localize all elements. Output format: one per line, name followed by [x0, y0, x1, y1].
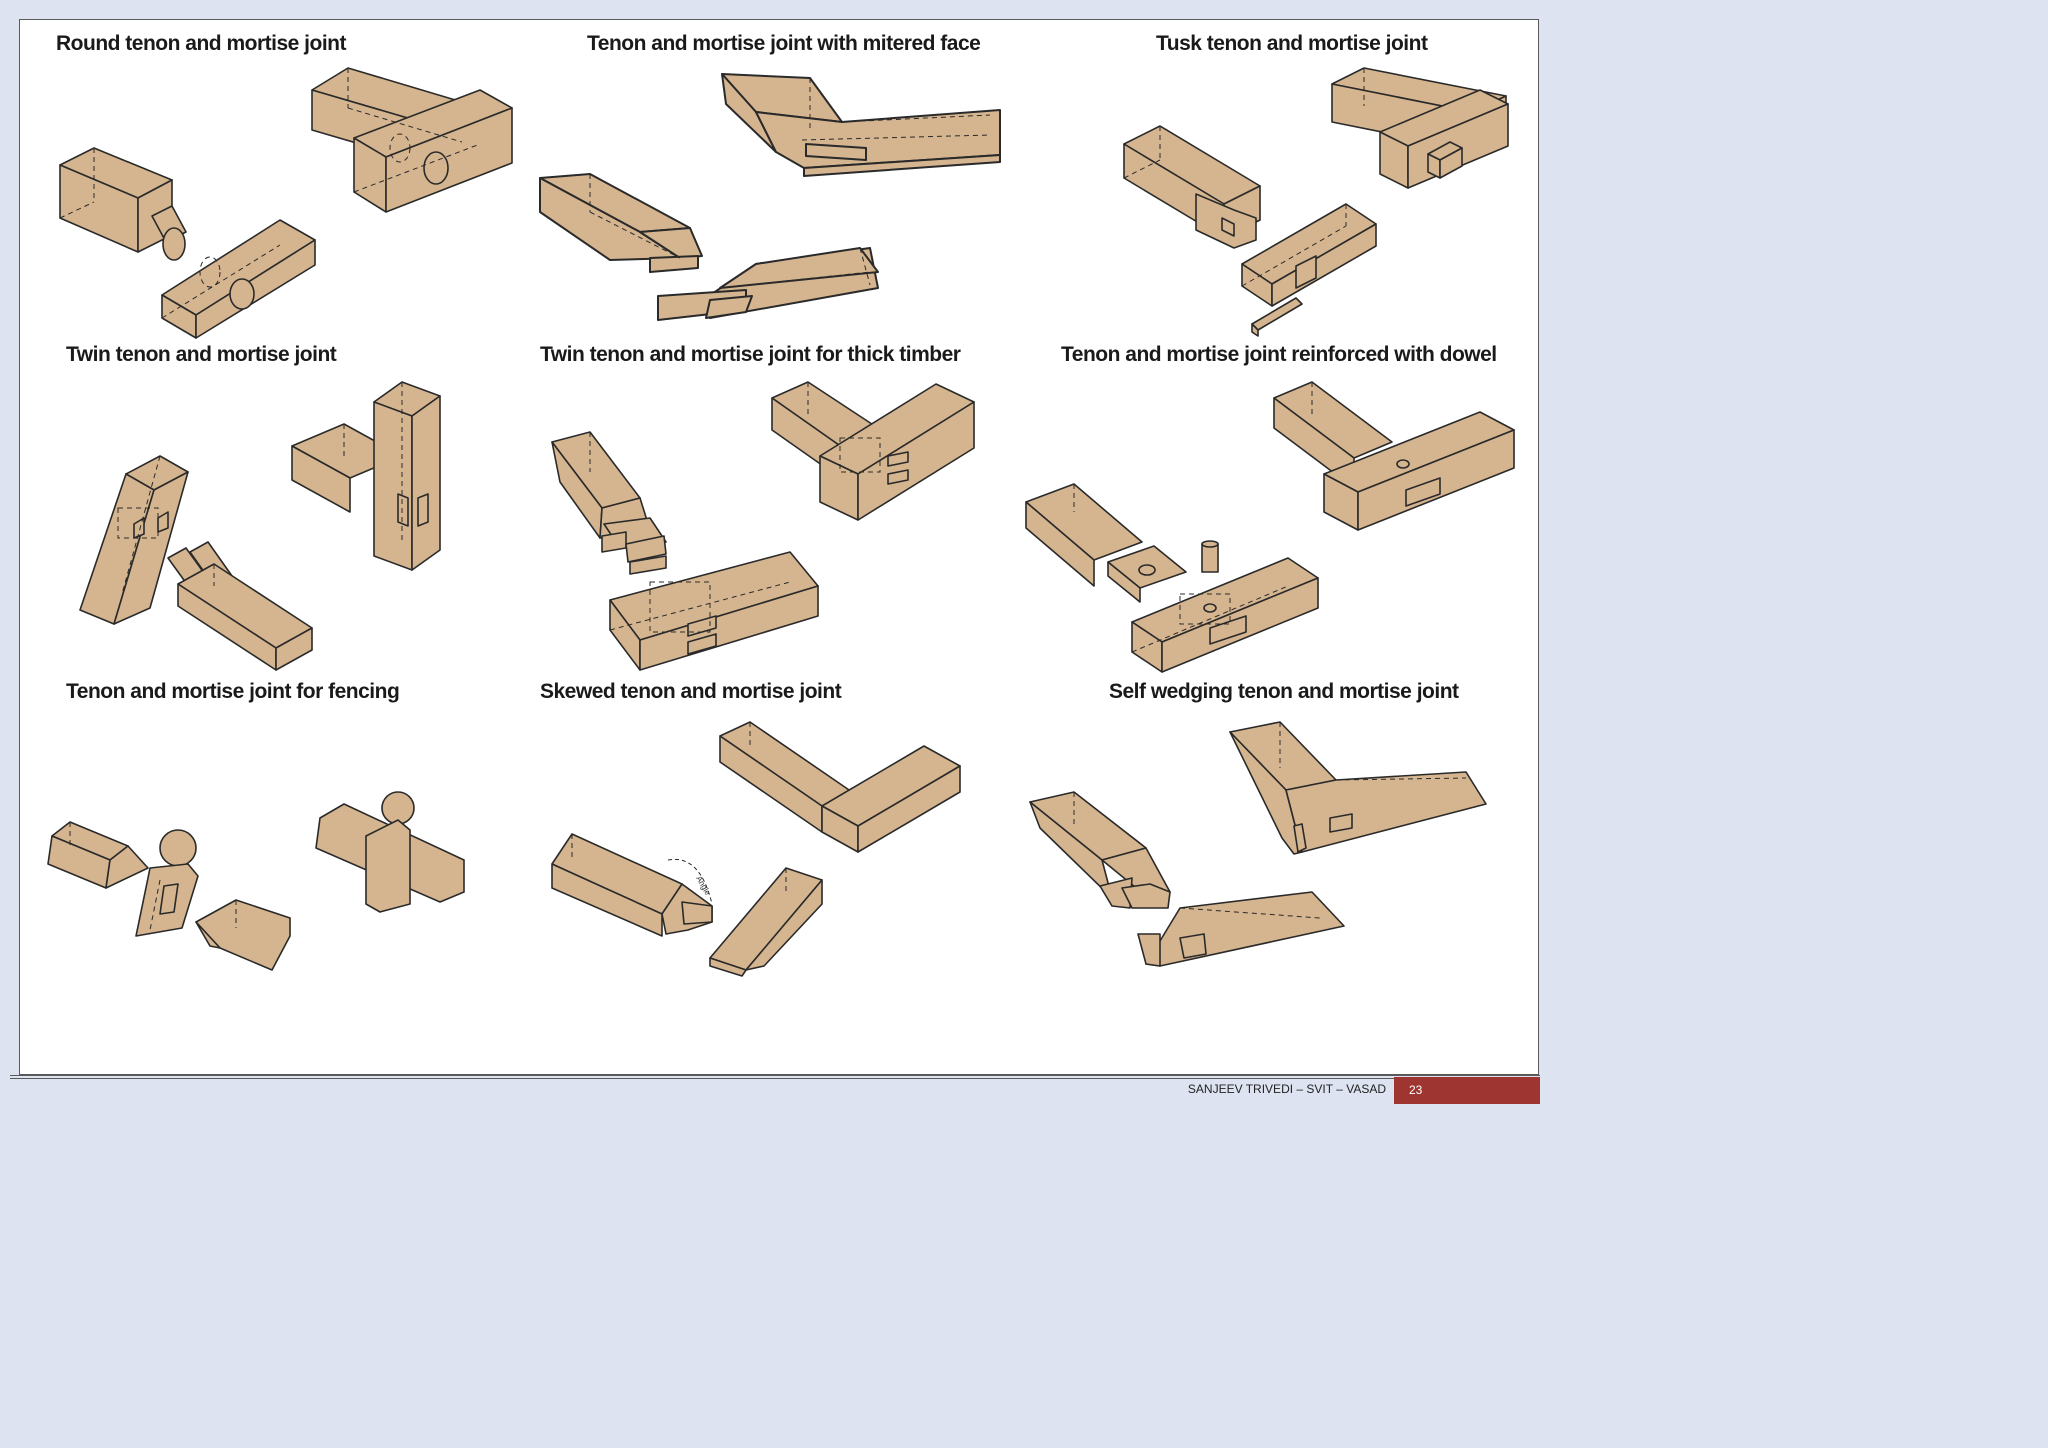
illustration-self-wedging: [1020, 708, 1515, 978]
title-twin-thick-timber: Twin tenon and mortise joint for thick t…: [540, 343, 961, 366]
illustration-skewed: Angle: [540, 708, 970, 978]
title-self-wedging: Self wedging tenon and mortise joint: [1109, 680, 1459, 703]
illustration-fencing: [40, 708, 480, 978]
title-mitered-face: Tenon and mortise joint with mitered fac…: [587, 32, 981, 55]
illustration-round-tenon: [50, 60, 520, 345]
illustration-tusk-tenon: [1110, 60, 1520, 345]
illustration-dowel-reinforced: [1020, 372, 1525, 677]
title-skewed: Skewed tenon and mortise joint: [540, 680, 842, 703]
footer-rule-2: [10, 1078, 1540, 1079]
footer-author: SANJEEV TRIVEDI – SVIT – VASAD: [1187, 1082, 1386, 1096]
footer-rule: [10, 1075, 1540, 1076]
title-tusk-tenon: Tusk tenon and mortise joint: [1156, 32, 1428, 55]
angle-annotation: Angle: [694, 875, 712, 898]
title-twin-tenon: Twin tenon and mortise joint: [66, 343, 337, 366]
illustration-twin-tenon: [62, 372, 462, 677]
page-number: 23: [1394, 1077, 1540, 1104]
illustration-mitered-face: [530, 60, 1010, 345]
title-dowel-reinforced: Tenon and mortise joint reinforced with …: [1061, 343, 1497, 366]
title-round-tenon: Round tenon and mortise joint: [56, 32, 346, 55]
title-fencing: Tenon and mortise joint for fencing: [66, 680, 400, 703]
illustration-twin-thick-timber: [540, 372, 1000, 677]
